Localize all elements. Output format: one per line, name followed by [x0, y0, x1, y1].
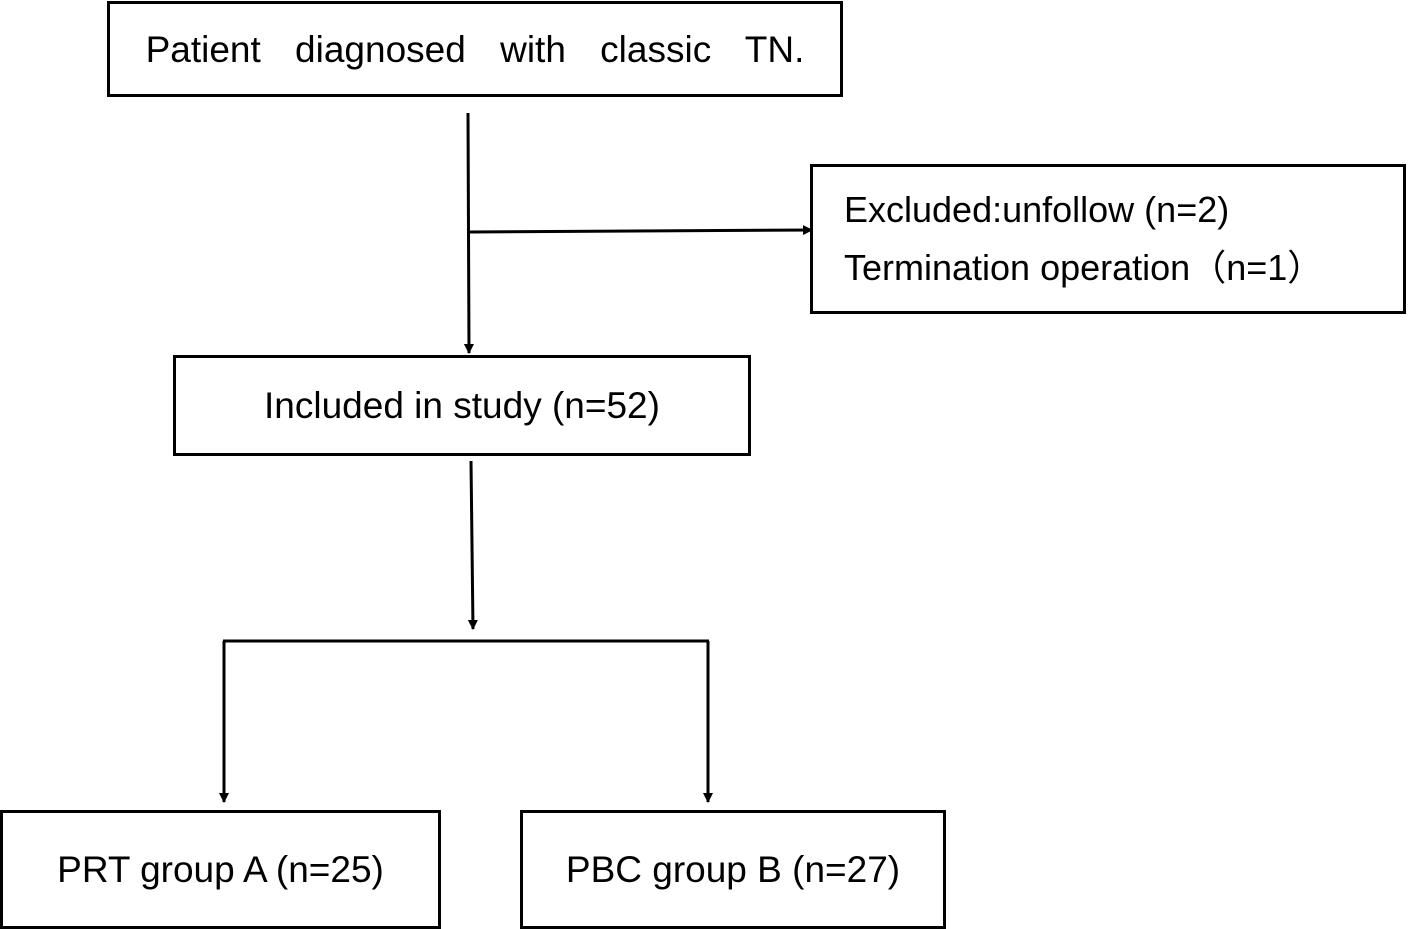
node-included-text: Included in study (n=52) — [264, 385, 660, 426]
node-prt-group-a: PRT group A (n=25) — [0, 810, 441, 929]
excluded-termination-text: Termination operation（n=1） — [844, 247, 1324, 288]
node-group-b-text: PBC group B (n=27) — [565, 849, 901, 890]
node-included-in-study: Included in study (n=52) — [173, 355, 751, 456]
node-patient-diagnosed-text: Patient diagnosed with classic TN. — [145, 28, 805, 70]
excluded-unfollow-text: Excluded:unfollow (n=2) — [844, 189, 1230, 230]
arrow-top-to-included — [463, 112, 474, 354]
node-group-a-text: PRT group A (n=25) — [57, 849, 384, 890]
node-pbc-group-b: PBC group B (n=27) — [520, 810, 946, 929]
arrow-to-excluded — [469, 225, 813, 236]
node-excluded: Excluded:unfollow (n=2) Termination oper… — [810, 164, 1406, 314]
node-patient-diagnosed: Patient diagnosed with classic TN. — [107, 1, 843, 97]
arrow-included-down — [467, 460, 478, 630]
